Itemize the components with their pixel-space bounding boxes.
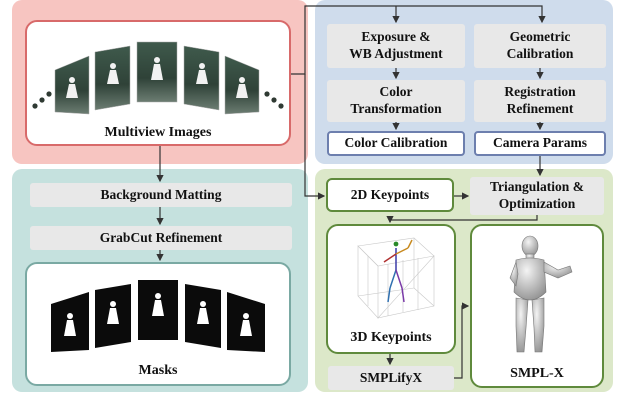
body-mesh	[509, 235, 573, 353]
continuation-dots	[32, 91, 284, 109]
registration-refinement-box: Registration Refinement	[474, 80, 606, 122]
plot-box	[357, 237, 435, 319]
keypoints-2d-box: 2D Keypoints	[326, 178, 454, 212]
keypoints-3d-title: 3D Keypoints	[350, 330, 432, 345]
exposure-wb-adjustment-box: Exposure & WB Adjustment	[327, 24, 465, 68]
arrow-images-to-keypoints-2d	[304, 74, 326, 200]
multiview-images-card: Multiview Images	[25, 20, 291, 146]
keypoints-3d-card: 3D Keypoints	[326, 224, 456, 354]
skeleton	[383, 239, 413, 303]
person-figures	[66, 57, 248, 98]
arrow-triangulation-to-keypoints-3d	[386, 215, 538, 224]
grabcut-refinement-box: GrabCut Refinement	[30, 226, 292, 250]
smplx-title: SMPL-X	[510, 366, 564, 381]
background-matting-box: Background Matting	[30, 183, 292, 207]
camera-params-box: Camera Params	[474, 131, 606, 156]
keypoints-3d-plot	[357, 237, 435, 319]
smplifyx-box: SMPLifyX	[328, 366, 454, 390]
multiview-images-illustration	[32, 41, 284, 115]
masks-card: Masks	[25, 262, 291, 386]
color-calibration-box: Color Calibration	[327, 131, 465, 156]
smplx-card: SMPL-X	[470, 224, 604, 388]
color-transformation-box: Color Transformation	[327, 80, 465, 122]
triangulation-optimization-box: Triangulation & Optimization	[470, 177, 604, 215]
multiview-images-title: Multiview Images	[104, 125, 212, 140]
masks-title: Masks	[138, 363, 178, 378]
head-keypoint	[393, 241, 399, 247]
mask-silhouettes	[64, 293, 252, 336]
geometric-calibration-box: Geometric Calibration	[474, 24, 606, 68]
masks-illustration	[51, 280, 265, 352]
arrow-smplifyx-to-smplx	[454, 302, 470, 379]
smplx-body-model	[509, 235, 573, 353]
arrow-images-to-calibration	[291, 5, 546, 75]
